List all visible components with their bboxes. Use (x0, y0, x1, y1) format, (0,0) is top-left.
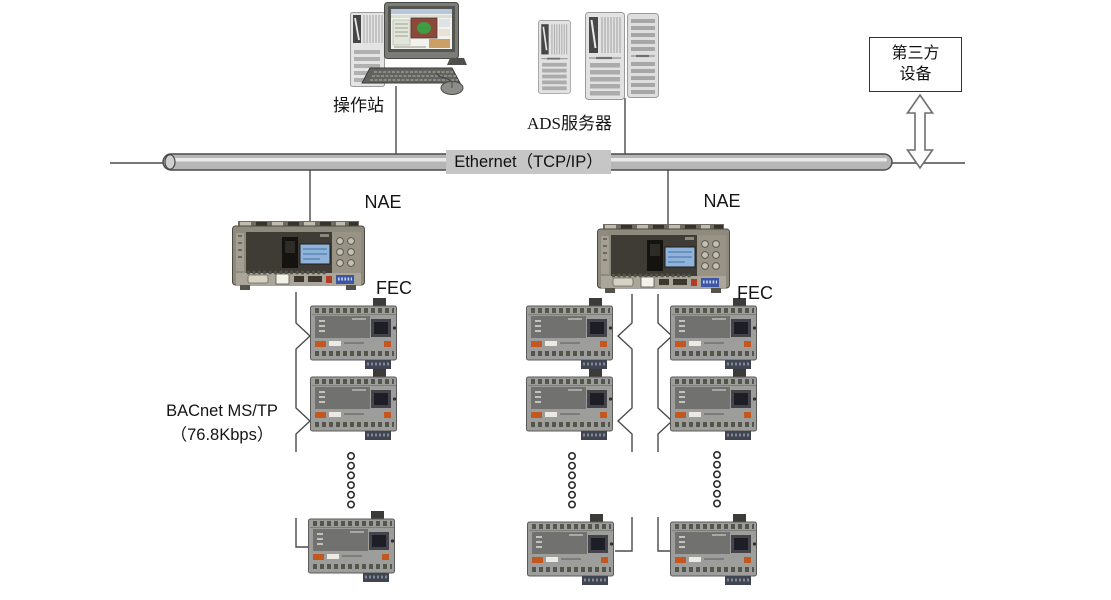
nae-device-right (595, 222, 732, 295)
fec-device-right-2 (671, 369, 757, 440)
mstp-trunk-middle-elbow (615, 517, 633, 552)
mstp-trunk-left-elbow (295, 518, 309, 548)
server-tower-large-icon (584, 11, 626, 101)
third-party-label-line1: 第三方 (891, 44, 940, 62)
fec-device-right-last (671, 514, 757, 585)
bacnet-mstp-label: BACnet MS/TP （76.8Kbps） (143, 399, 301, 447)
workstation-monitor-icon (384, 2, 467, 65)
continuation-dots-left (346, 451, 356, 509)
fec-device-left-2 (311, 369, 397, 440)
ethernet-drop-lines (309, 86, 669, 225)
ads-server-label: ADS服务器 (527, 114, 613, 133)
workstation-keyboard-icon (361, 67, 461, 84)
server-tower-slotted-icon (626, 12, 660, 99)
mstp-trunk-left (295, 292, 312, 452)
third-party-label-line2: 设备 (899, 65, 932, 83)
fec-device-middle-last (528, 514, 614, 585)
operator-station-label: 操作站 (333, 96, 384, 115)
mstp-trunk-lines (295, 292, 674, 552)
workstation-mouse-icon (435, 72, 464, 95)
workstation-icon (350, 2, 467, 95)
fec-device-left-last (309, 511, 395, 582)
nae-label-right: NAE (703, 191, 741, 211)
fec-device-middle-1 (527, 298, 613, 369)
bacnet-mstp-label-line2: （76.8Kbps） (170, 426, 274, 444)
bacnet-mstp-label-line1: BACnet MS/TP (166, 402, 278, 420)
server-towers-icon (537, 11, 660, 101)
double-arrow-icon (905, 93, 935, 170)
third-party-device-box: 第三方 设备 (869, 37, 962, 92)
mstp-trunk-right-elbow (657, 517, 671, 552)
nae-device-left (230, 219, 367, 292)
fec-device-left-1 (311, 298, 397, 369)
server-tower-small-icon (537, 19, 572, 95)
ethernet-bus-label: Ethernet（TCP/IP） (446, 150, 611, 174)
continuation-dots-middle (567, 451, 577, 509)
mstp-trunk-middle (616, 294, 633, 452)
continuation-dots-right (712, 450, 722, 508)
fec-device-right-1 (671, 298, 757, 369)
fec-label-right: FEC (737, 283, 773, 303)
mstp-trunk-right (657, 294, 674, 452)
fec-label-left: FEC (376, 278, 412, 298)
fec-device-middle-2 (527, 369, 613, 440)
nae-label-left: NAE (364, 192, 402, 212)
